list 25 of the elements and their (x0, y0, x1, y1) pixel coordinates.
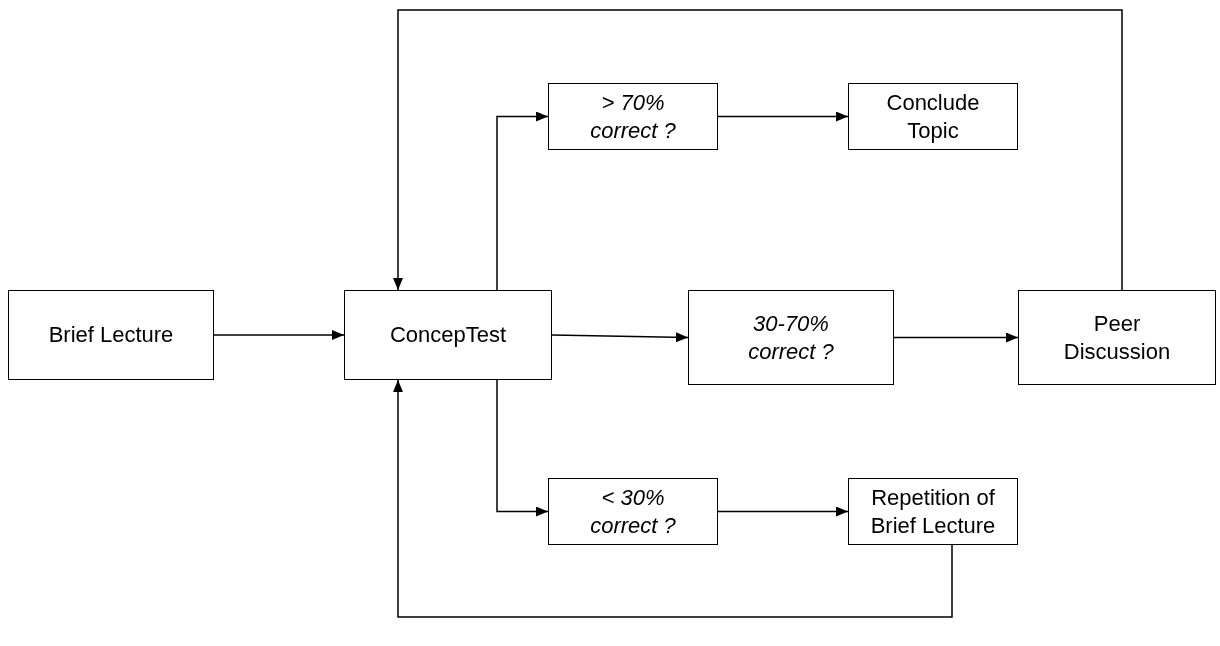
process-box (848, 478, 1018, 545)
arrow (496, 379, 549, 517)
arrow (393, 9, 1123, 291)
box-label: < 30% correct ? (589, 483, 677, 540)
box-label: Brief Lecture (48, 321, 174, 349)
arrow (893, 332, 1019, 343)
process-box (1018, 290, 1216, 385)
condition-box (548, 83, 718, 150)
arrow (393, 379, 953, 618)
process-box (344, 290, 552, 380)
box-label: ConcepTest (389, 321, 507, 349)
arrow (717, 111, 849, 122)
arrow (213, 330, 345, 340)
arrow (717, 506, 849, 517)
condition-box (548, 478, 718, 545)
box-label: Peer Discussion (1062, 309, 1172, 366)
box-label: > 70% correct ? (589, 88, 677, 145)
condition-box (688, 290, 894, 385)
arrow (496, 111, 549, 291)
box-label: Repetition of Brief Lecture (869, 483, 997, 540)
arrow (551, 332, 689, 343)
box-label: Conclude Topic (885, 88, 981, 145)
box-label: 30-70% correct ? (747, 309, 835, 366)
process-box (8, 290, 214, 380)
process-box (848, 83, 1018, 150)
